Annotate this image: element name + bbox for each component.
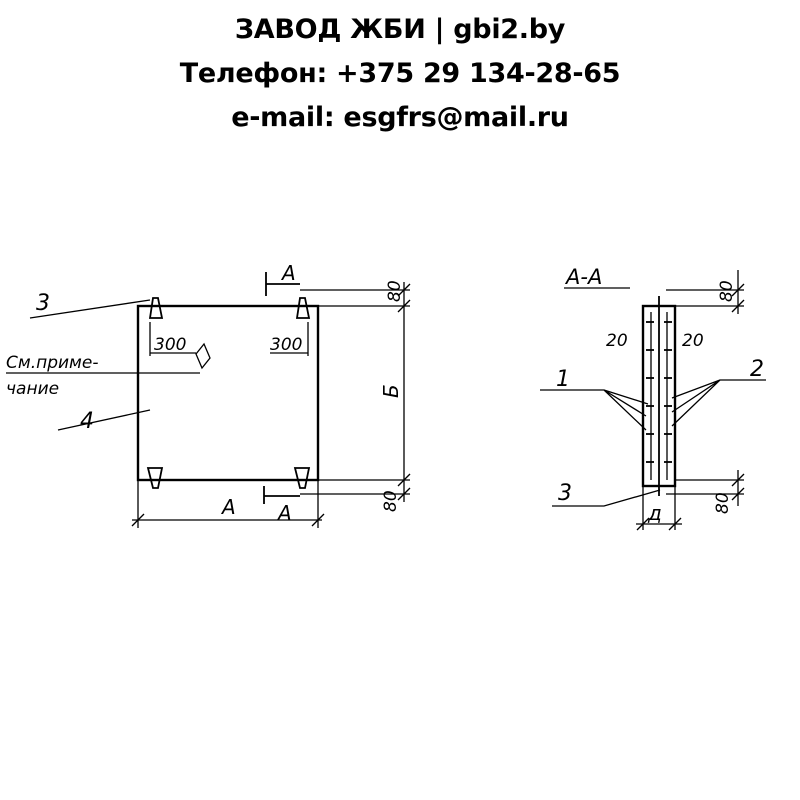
note-text-line2: чание — [6, 379, 59, 399]
lifting-loop-top-left — [148, 297, 164, 319]
contact-header: ЗАВОД ЖБИ | gbi2.by Телефон: +375 29 134… — [0, 8, 800, 140]
dim-80-bottom-text: 80 — [381, 490, 401, 512]
plan-label-3: 3 — [36, 291, 50, 316]
sec-dim-bottom-slash-1 — [731, 473, 745, 487]
dim-20-left-text: 20 — [606, 331, 628, 351]
dim-a-text: А — [220, 495, 236, 519]
dim-300-right-text: 300 — [270, 335, 302, 355]
section-dim-80-top-text: 80 — [717, 280, 737, 302]
dim-b-slash-3 — [397, 473, 411, 487]
dim-a-slash-right — [311, 513, 325, 527]
sec-dim-d-slash-2 — [668, 517, 682, 531]
section-title: А-А — [564, 265, 602, 289]
leader-1 — [540, 389, 649, 431]
section-mark-top-text: А — [280, 261, 296, 285]
sec-dim-bottom-slash-2 — [731, 487, 745, 501]
section-label-2: 2 — [750, 357, 764, 382]
dim-a-slash-left — [131, 513, 145, 527]
plan-view: 300 300 3 См.приме- чание 4 А А А — [6, 261, 411, 528]
section-view: А-А 20 20 80 — [540, 265, 766, 531]
sec-dim-d-slash-1 — [636, 517, 650, 531]
dim-b-slash-4 — [397, 487, 411, 501]
section-label-1: 1 — [556, 367, 570, 392]
slab-outline — [136, 304, 320, 482]
leader-3 — [29, 299, 151, 319]
dim-20-right-text: 20 — [682, 331, 704, 351]
dim-d-text: д — [647, 501, 662, 525]
lifting-loop-bottom-right — [293, 467, 311, 489]
leader-section-3 — [552, 489, 661, 507]
dim-80-top-text: 80 — [385, 280, 405, 302]
email-line: e-mail: esgfrs@mail.ru — [231, 102, 569, 133]
dim-b-slash-2 — [397, 299, 411, 313]
company-title: ЗАВОД ЖБИ | gbi2.by — [234, 14, 566, 45]
note-marker-icon — [195, 342, 211, 370]
dim-b-slash-1 — [397, 283, 411, 297]
section-dim-80-bottom-text: 80 — [713, 492, 733, 514]
leader-4 — [57, 409, 151, 431]
lifting-loop-top-right — [295, 297, 311, 319]
note-text-line1: См.приме- — [6, 353, 98, 373]
leader-2 — [671, 379, 766, 427]
sec-dim-top-slash-1 — [731, 283, 745, 297]
phone-line: Телефон: +375 29 134-28-65 — [179, 58, 621, 89]
sec-dim-top-slash-2 — [731, 299, 745, 313]
lifting-loop-bottom-left — [146, 467, 164, 489]
section-mark-bottom-text: А — [276, 501, 292, 525]
section-mark-bottom — [263, 486, 300, 504]
dim-300-left-text: 300 — [154, 335, 186, 355]
dim-b-text: Б — [379, 384, 403, 398]
plan-label-4: 4 — [80, 409, 94, 434]
section-label-3: 3 — [558, 481, 572, 506]
rebar-ticks — [646, 321, 672, 463]
section-mark-top — [265, 272, 300, 296]
